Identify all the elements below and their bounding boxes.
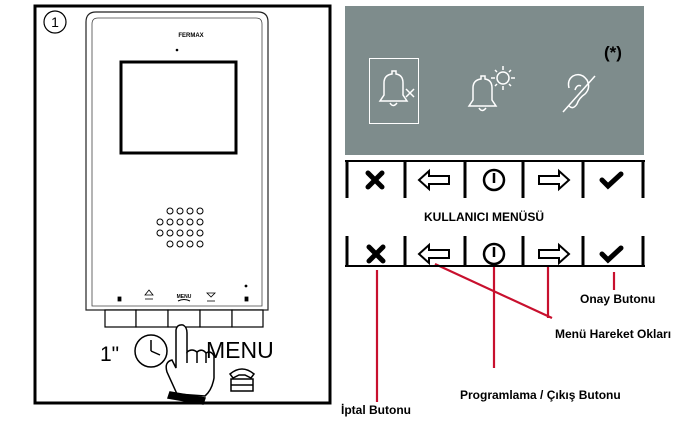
- speaker-hole: [166, 229, 174, 237]
- arrow-right-icon[interactable]: [538, 242, 571, 266]
- key-symbols: [117, 284, 249, 302]
- monitor-inner-edge: [91, 17, 263, 307]
- arrow-right-icon[interactable]: [538, 168, 571, 192]
- speaker-hole: [186, 218, 194, 226]
- press-duration: 1": [100, 343, 119, 366]
- speaker-hole: [166, 240, 174, 248]
- handset-icon: [228, 368, 256, 392]
- arrow-left-icon[interactable]: [417, 242, 450, 266]
- note-marker: (*): [604, 43, 622, 62]
- pointing-hand-icon: [165, 324, 215, 405]
- speaker-hole: [176, 229, 184, 237]
- check-icon[interactable]: [599, 171, 624, 190]
- speaker-hole: [196, 240, 204, 248]
- left-panel: 1 FERMAX MENU: [0, 0, 335, 427]
- clock-icon: [134, 334, 168, 368]
- speaker-grill: [156, 207, 204, 248]
- navigation-arrows-label: Menü Hareket Okları: [555, 327, 672, 341]
- button-bar-top-graphic: [345, 160, 645, 198]
- speaker-hole: [156, 218, 164, 226]
- speaker-hole: [176, 218, 184, 226]
- speaker-hole: [166, 207, 174, 215]
- speaker-hole: [196, 229, 204, 237]
- menu-key-label: MENU: [177, 294, 192, 300]
- button-bar-bottom: [345, 236, 645, 402]
- brand-logo: FERMAX: [178, 33, 203, 39]
- hearing-aid-icon: [562, 73, 596, 113]
- speaker-hole: [196, 207, 204, 215]
- power-icon[interactable]: [482, 242, 506, 266]
- speaker-hole: [186, 240, 194, 248]
- camera-icon: [175, 48, 179, 52]
- bell-settings-icon: [467, 66, 515, 112]
- callout-lines: [375, 263, 616, 402]
- monitor-screen: [119, 60, 238, 155]
- arrow-left-icon[interactable]: [417, 168, 450, 192]
- speaker-hole: [186, 229, 194, 237]
- cancel-button-label: İptal Butonu: [341, 403, 411, 417]
- speaker-hole: [176, 207, 184, 215]
- cross-icon[interactable]: [365, 170, 385, 190]
- menu-screen: (*): [345, 6, 644, 155]
- program-exit-label: Programlama / Çıkış Butonu: [460, 388, 621, 402]
- speaker-hole: [156, 229, 164, 237]
- monitor-body: [85, 11, 269, 311]
- step-number-circle: [43, 10, 67, 34]
- speaker-hole: [196, 218, 204, 226]
- monitor-buttons: [104, 309, 264, 328]
- speaker-hole: [166, 218, 174, 226]
- button-bar-top: [345, 160, 645, 200]
- cross-icon[interactable]: [366, 244, 386, 264]
- check-icon[interactable]: [599, 245, 624, 264]
- step-number: 1: [51, 14, 59, 30]
- bell-mute-icon: [369, 58, 419, 124]
- phone-key-icon: [177, 299, 191, 302]
- speaker-hole: [176, 240, 184, 248]
- speaker-hole: [186, 207, 194, 215]
- power-icon[interactable]: [482, 168, 506, 192]
- user-menu-title: KULLANICI MENÜSÜ: [424, 210, 544, 224]
- confirm-button-label: Onay Butonu: [580, 292, 656, 306]
- press-menu-text: MENU: [206, 337, 274, 363]
